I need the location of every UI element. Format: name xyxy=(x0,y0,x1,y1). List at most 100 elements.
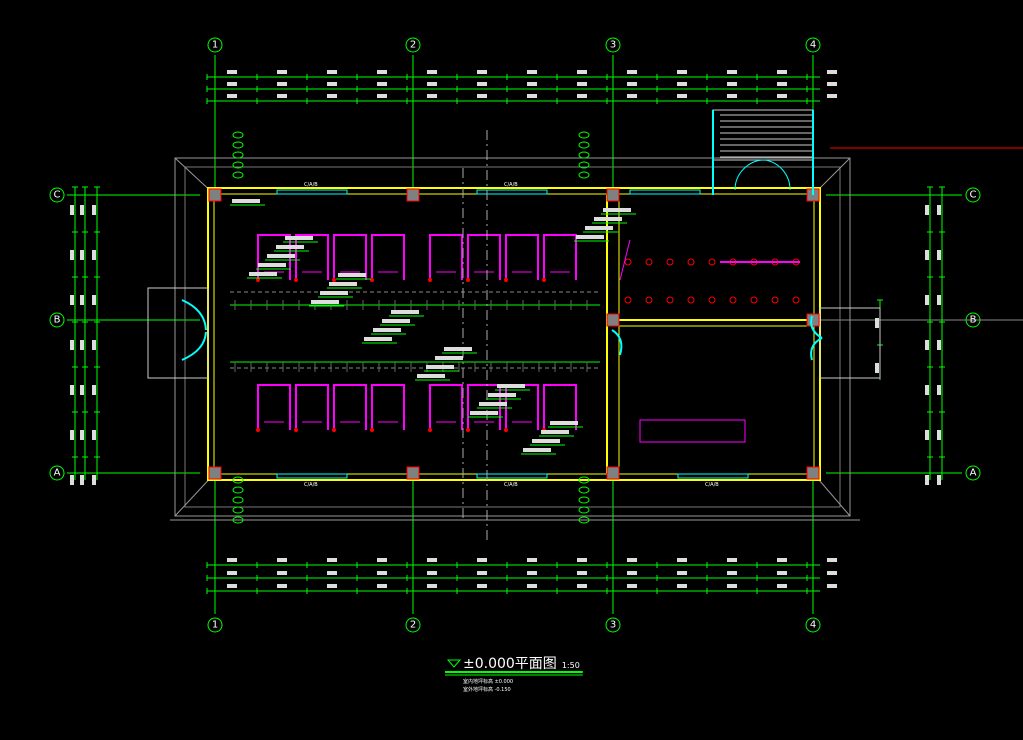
dimension-text xyxy=(677,94,687,98)
door-swing xyxy=(611,329,623,356)
vent-pipe xyxy=(232,496,244,504)
structural-column xyxy=(606,466,620,480)
annotation-text xyxy=(488,393,516,397)
dimension-text xyxy=(677,584,687,588)
vent-pipe xyxy=(232,131,244,139)
dimension-text xyxy=(92,205,96,215)
stall-anchor xyxy=(256,278,260,282)
annotation-text xyxy=(444,347,472,351)
dimension-text xyxy=(70,205,74,215)
axis-label-3: 3 xyxy=(610,620,616,631)
vent-pipe xyxy=(578,516,590,524)
dimension-text xyxy=(80,295,84,305)
axis-bubble xyxy=(49,465,65,481)
vent-pipe xyxy=(578,171,590,179)
dimension-text xyxy=(427,558,437,562)
dimension-text xyxy=(377,82,387,86)
dimension-text xyxy=(925,205,929,215)
dimension-text xyxy=(577,82,587,86)
dimension-text xyxy=(577,571,587,575)
dimension-text xyxy=(80,340,84,350)
axis-label-B: B xyxy=(54,315,61,326)
annotation-text xyxy=(391,310,419,314)
dimension-text xyxy=(937,385,941,395)
dimension-text xyxy=(277,584,287,588)
dimension-text xyxy=(577,584,587,588)
exterior-wall xyxy=(207,187,821,481)
dimension-text xyxy=(937,430,941,440)
dimension-text xyxy=(627,584,637,588)
dimension-text xyxy=(627,82,637,86)
structural-column xyxy=(406,466,420,480)
dimension-text xyxy=(827,558,837,562)
axis-label-3: 3 xyxy=(610,40,616,51)
dimension-text xyxy=(477,70,487,74)
axis-label-A: A xyxy=(54,468,61,479)
dimension-text xyxy=(577,94,587,98)
dimension-text xyxy=(727,70,737,74)
vent-pipe xyxy=(578,506,590,514)
dimension-text xyxy=(937,205,941,215)
stall-anchor xyxy=(332,428,336,432)
window-label: C/A/B xyxy=(504,182,518,188)
dimension-text xyxy=(677,70,687,74)
dimension-text xyxy=(577,70,587,74)
entrance-door xyxy=(810,315,823,361)
stall-anchor xyxy=(542,278,546,282)
annotation-text xyxy=(603,208,631,212)
dimension-text xyxy=(427,94,437,98)
stall-anchor xyxy=(504,278,508,282)
fixture-mark xyxy=(645,296,653,304)
dimension-text xyxy=(777,82,787,86)
dimension-text xyxy=(427,82,437,86)
ramp xyxy=(819,307,881,379)
axis-bubble xyxy=(965,187,981,203)
dimension-text xyxy=(925,250,929,260)
annotation-text xyxy=(267,254,295,258)
window-label: C/A/B xyxy=(304,182,318,188)
dimension-text xyxy=(377,558,387,562)
dimension-text xyxy=(327,94,337,98)
axis-bubble xyxy=(49,312,65,328)
dimension-text xyxy=(377,94,387,98)
dimension-text xyxy=(227,558,237,562)
fixture-mark xyxy=(687,258,695,266)
annotation-text xyxy=(320,291,348,295)
drawing-scale: 1:50 xyxy=(562,661,580,670)
dimension-text xyxy=(477,82,487,86)
vent-pipe xyxy=(232,506,244,514)
dimension-text xyxy=(627,571,637,575)
dimension-text xyxy=(925,385,929,395)
stair xyxy=(712,109,814,161)
toilet-stall xyxy=(295,234,329,280)
dimension-text xyxy=(227,70,237,74)
structural-column xyxy=(606,188,620,202)
axis-bubble xyxy=(605,617,621,633)
dimension-text xyxy=(527,94,537,98)
annotation-text xyxy=(585,226,613,230)
structural-column xyxy=(208,466,222,480)
annotation-text xyxy=(550,421,578,425)
toilet-stall xyxy=(543,234,577,280)
dimension-text xyxy=(427,571,437,575)
line xyxy=(619,239,631,281)
dimension-text xyxy=(937,295,941,305)
vent-pipe xyxy=(578,151,590,159)
dimension-text xyxy=(70,340,74,350)
dimension-text xyxy=(925,340,929,350)
stall-anchor xyxy=(256,428,260,432)
stall-anchor xyxy=(466,428,470,432)
entrance-door xyxy=(181,299,207,361)
annotation-text xyxy=(311,300,339,304)
toilet-stall xyxy=(505,234,539,280)
window xyxy=(677,473,749,479)
vent-pipe xyxy=(578,131,590,139)
vent-pipe xyxy=(232,171,244,179)
dimension-text xyxy=(277,558,287,562)
window xyxy=(276,473,348,479)
annotation-text xyxy=(523,448,551,452)
axis-label-4: 4 xyxy=(810,40,816,51)
annotation-text xyxy=(285,236,313,240)
window xyxy=(476,473,548,479)
vent-pipe xyxy=(578,161,590,169)
